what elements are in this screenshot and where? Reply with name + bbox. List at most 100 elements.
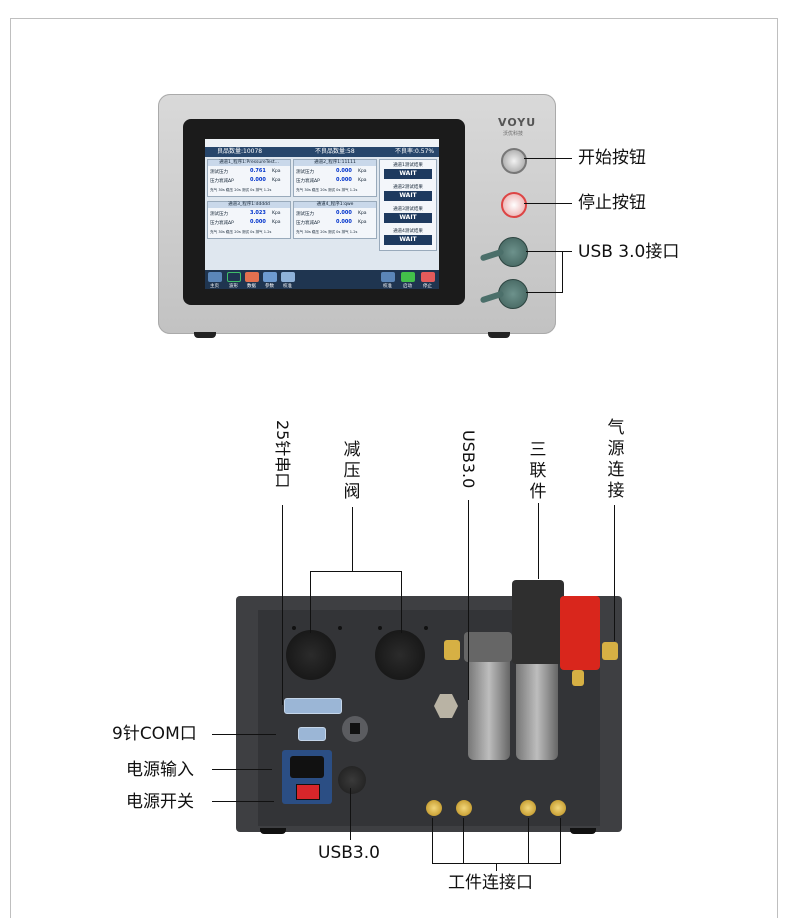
reducer-valve-right[interactable] <box>375 630 425 680</box>
status-rate: 不良率:0.57% <box>395 148 435 155</box>
channel2-unit-2: Kpa <box>358 178 367 183</box>
label-start-button: 开始按钮 <box>578 148 646 168</box>
nav-calib-label: 校准 <box>383 284 392 289</box>
callout-start <box>524 158 572 159</box>
label-air-2: 源 <box>607 439 625 459</box>
callout-25pin <box>282 505 283 705</box>
nav-check-label: 校准 <box>283 284 292 289</box>
work-port-3[interactable] <box>520 800 536 816</box>
touch-screen[interactable]: 良品数量:10078 不良品数量:58 不良率:0.57% 通道1_程序1:Pr… <box>205 139 439 289</box>
channel4-pressure-label: 测试压力 <box>296 212 314 217</box>
device-rear <box>236 580 622 834</box>
screw-2 <box>338 626 342 630</box>
label-usb-front: USB 3.0接口 <box>578 242 680 262</box>
screen-toolbar: 主页 波形 数据 参数 校准 校准 启动 停止 <box>205 270 439 289</box>
channel2-panel: 通道2_程序1:11111 测试压力 0.000 Kpa 压力衰减ΔP 0.00… <box>293 159 377 197</box>
work-port-4[interactable] <box>550 800 566 816</box>
result4-wait: WAIT <box>384 235 432 245</box>
channel4-title: 通道4_程序1:qwe <box>294 202 376 208</box>
work-port-2[interactable] <box>456 800 472 816</box>
label-power-in: 电源输入 <box>126 760 194 780</box>
usb-port-rear[interactable] <box>338 766 366 794</box>
callout-usb-bottom <box>526 292 563 293</box>
channel1-delta: 0.000 <box>250 177 266 183</box>
rear-foot-left <box>260 828 286 834</box>
left-side-fitting <box>444 640 460 660</box>
label-reducer-1: 减 <box>343 440 361 460</box>
air-source-bottom-fitting <box>572 670 584 686</box>
channel3-delta-label: 压力衰减ΔP <box>210 221 234 226</box>
callout-usb-top-rear <box>468 500 469 700</box>
device-front: VOYU 沃优科技 良品数量:10078 不良品数量:58 不良率:0.57% … <box>158 94 556 338</box>
reducer-valve-left[interactable] <box>286 630 336 680</box>
result4-title: 通道4测试结果 <box>393 229 423 234</box>
callout-work-3 <box>528 818 529 864</box>
channel1-title: 通道1_程序1:PressureTest... <box>208 160 290 166</box>
channel4-delta: 0.000 <box>336 219 352 225</box>
port-25pin[interactable] <box>284 698 342 714</box>
label-work-port: 工件连接口 <box>448 873 533 893</box>
work-port-1[interactable] <box>426 800 442 816</box>
channel1-times: 充气 30s 稳压 20s 测试 0s 排气 1.2s <box>210 188 272 192</box>
channel4-panel: 通道4_程序1:qwe 测试压力 0.000 Kpa 压力衰减ΔP 0.000 … <box>293 201 377 239</box>
start-screen-button[interactable] <box>401 272 415 282</box>
stop-button[interactable] <box>501 192 527 218</box>
callout-triple <box>538 503 539 579</box>
start-button[interactable] <box>501 148 527 174</box>
wave-icon[interactable] <box>227 272 241 282</box>
callout-usb-top <box>526 251 572 252</box>
param-icon[interactable] <box>263 272 277 282</box>
screw-1 <box>292 626 296 630</box>
callout-reducer-right <box>401 571 402 633</box>
home-icon[interactable] <box>208 272 222 282</box>
channel1-delta-label: 压力衰减ΔP <box>210 179 234 184</box>
label-air-3: 连 <box>607 460 625 480</box>
channel4-times: 充气 30s 稳压 20s 测试 0s 排气 1.2s <box>296 230 358 234</box>
image-frame <box>10 18 778 918</box>
channel4-pressure: 0.000 <box>336 210 352 216</box>
nav-home-label: 主页 <box>210 284 219 289</box>
results-panel: 通道1测试结果 WAIT 通道2测试结果 WAIT 通道3测试结果 WAIT 通… <box>379 159 437 251</box>
channel4-unit: Kpa <box>358 211 367 216</box>
result1-wait: WAIT <box>384 169 432 179</box>
label-usb-bottom: USB3.0 <box>318 843 380 863</box>
screw-3 <box>378 626 382 630</box>
calibrate-icon[interactable] <box>381 272 395 282</box>
callout-work-4 <box>560 818 561 864</box>
air-source-fitting <box>602 642 618 660</box>
result3-title: 通道3测试结果 <box>393 207 423 212</box>
result3-wait: WAIT <box>384 213 432 223</box>
callout-work-1 <box>432 818 433 864</box>
screw-4 <box>424 626 428 630</box>
channel2-delta-label: 压力衰减ΔP <box>296 179 320 184</box>
channel1-pressure-label: 测试压力 <box>210 170 228 175</box>
device-foot-right <box>488 332 510 338</box>
result1-title: 通道1测试结果 <box>393 163 423 168</box>
nav-start-label: 启动 <box>403 284 412 289</box>
channel1-unit: Kpa <box>272 169 281 174</box>
rear-inner-panel <box>258 580 618 826</box>
callout-power-switch <box>212 801 274 802</box>
power-switch[interactable] <box>296 784 320 800</box>
brass-fitting <box>434 694 458 718</box>
label-triple-1: 三 <box>529 440 547 460</box>
result2-title: 通道2测试结果 <box>393 185 423 190</box>
channel3-delta: 0.000 <box>250 219 266 225</box>
channel3-unit-2: Kpa <box>272 220 281 225</box>
channel4-unit-2: Kpa <box>358 220 367 225</box>
callout-reducer-bar <box>310 571 402 572</box>
channel1-pressure: 0.761 <box>250 168 266 174</box>
brand-subtitle: 沃优科技 <box>503 131 524 137</box>
filter-2-head <box>512 580 564 664</box>
channel3-pressure: 3.023 <box>250 210 266 216</box>
label-25pin: 25针串口 <box>273 420 292 489</box>
check-icon[interactable] <box>281 272 295 282</box>
port-9pin-com[interactable] <box>298 727 326 741</box>
callout-power-in <box>212 769 272 770</box>
data-icon[interactable] <box>245 272 259 282</box>
channel3-panel: 通道3_程序1:ddddd 测试压力 3.023 Kpa 压力衰减ΔP 0.00… <box>207 201 291 239</box>
channel1-panel: 通道1_程序1:PressureTest... 测试压力 0.761 Kpa 压… <box>207 159 291 197</box>
screen-bezel: 良品数量:10078 不良品数量:58 不良率:0.57% 通道1_程序1:Pr… <box>183 119 465 305</box>
channel2-unit: Kpa <box>358 169 367 174</box>
stop-screen-button[interactable] <box>421 272 435 282</box>
